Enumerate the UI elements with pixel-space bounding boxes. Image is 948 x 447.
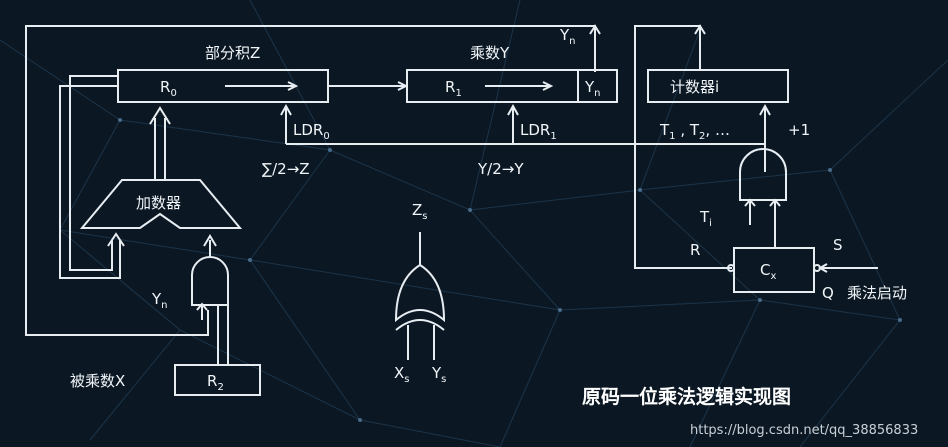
- cx-label: Cx: [760, 261, 776, 282]
- r0-caption: 部分积Z: [205, 44, 260, 62]
- r1-label: R1: [445, 78, 462, 99]
- xs-label: Xs: [394, 364, 410, 385]
- top-feedback-wire: [25, 24, 601, 336]
- feedback-loop: [59, 75, 125, 279]
- timing-label: T1 , T2, …: [659, 121, 730, 142]
- shift-y-label: Y/2→Y: [477, 160, 524, 178]
- shift-z-label: ∑/2→Z: [262, 160, 310, 178]
- counter-label: 计数器i: [670, 78, 719, 96]
- ti-label: Ti: [699, 208, 712, 229]
- xor-gate-sign: [394, 232, 446, 360]
- and-gate-x: [191, 234, 229, 365]
- r0-label: R0: [160, 78, 177, 99]
- yn-gate-label: Yn: [151, 290, 168, 311]
- s-pin-label: S: [833, 236, 843, 254]
- r2-caption: 被乘数X: [70, 372, 125, 390]
- yn-top-label: Yn: [559, 26, 576, 47]
- flipflop-cx: [727, 247, 878, 293]
- r1-yn-label: Yn: [584, 78, 601, 99]
- r-pin-label: R: [690, 241, 700, 259]
- ldr1-label: LDR1: [520, 121, 557, 142]
- q-pin-label: Q: [822, 284, 834, 302]
- adder-block: [79, 106, 243, 229]
- register-r2: [174, 364, 261, 396]
- r2-label: R2: [207, 372, 224, 393]
- r0-to-r1-arrow: [328, 81, 409, 91]
- plus-one-label: +1: [788, 121, 810, 139]
- start-label: 乘法启动: [847, 284, 907, 302]
- register-counter: [634, 24, 789, 269]
- zs-label: Zs: [412, 201, 428, 222]
- ys-label: Ys: [431, 364, 446, 385]
- register-r0: [117, 69, 329, 103]
- control-bus: [280, 103, 771, 172]
- ldr0-label: LDR0: [293, 121, 330, 142]
- register-r1: [406, 69, 618, 103]
- r1-caption: 乘数Y: [470, 44, 510, 62]
- watermark: https://blog.csdn.net/qq_38856833: [690, 423, 918, 438]
- adder-label: 加数器: [136, 194, 181, 212]
- and-gate-control: [739, 148, 787, 248]
- figure-caption: 原码一位乘法逻辑实现图: [582, 385, 791, 408]
